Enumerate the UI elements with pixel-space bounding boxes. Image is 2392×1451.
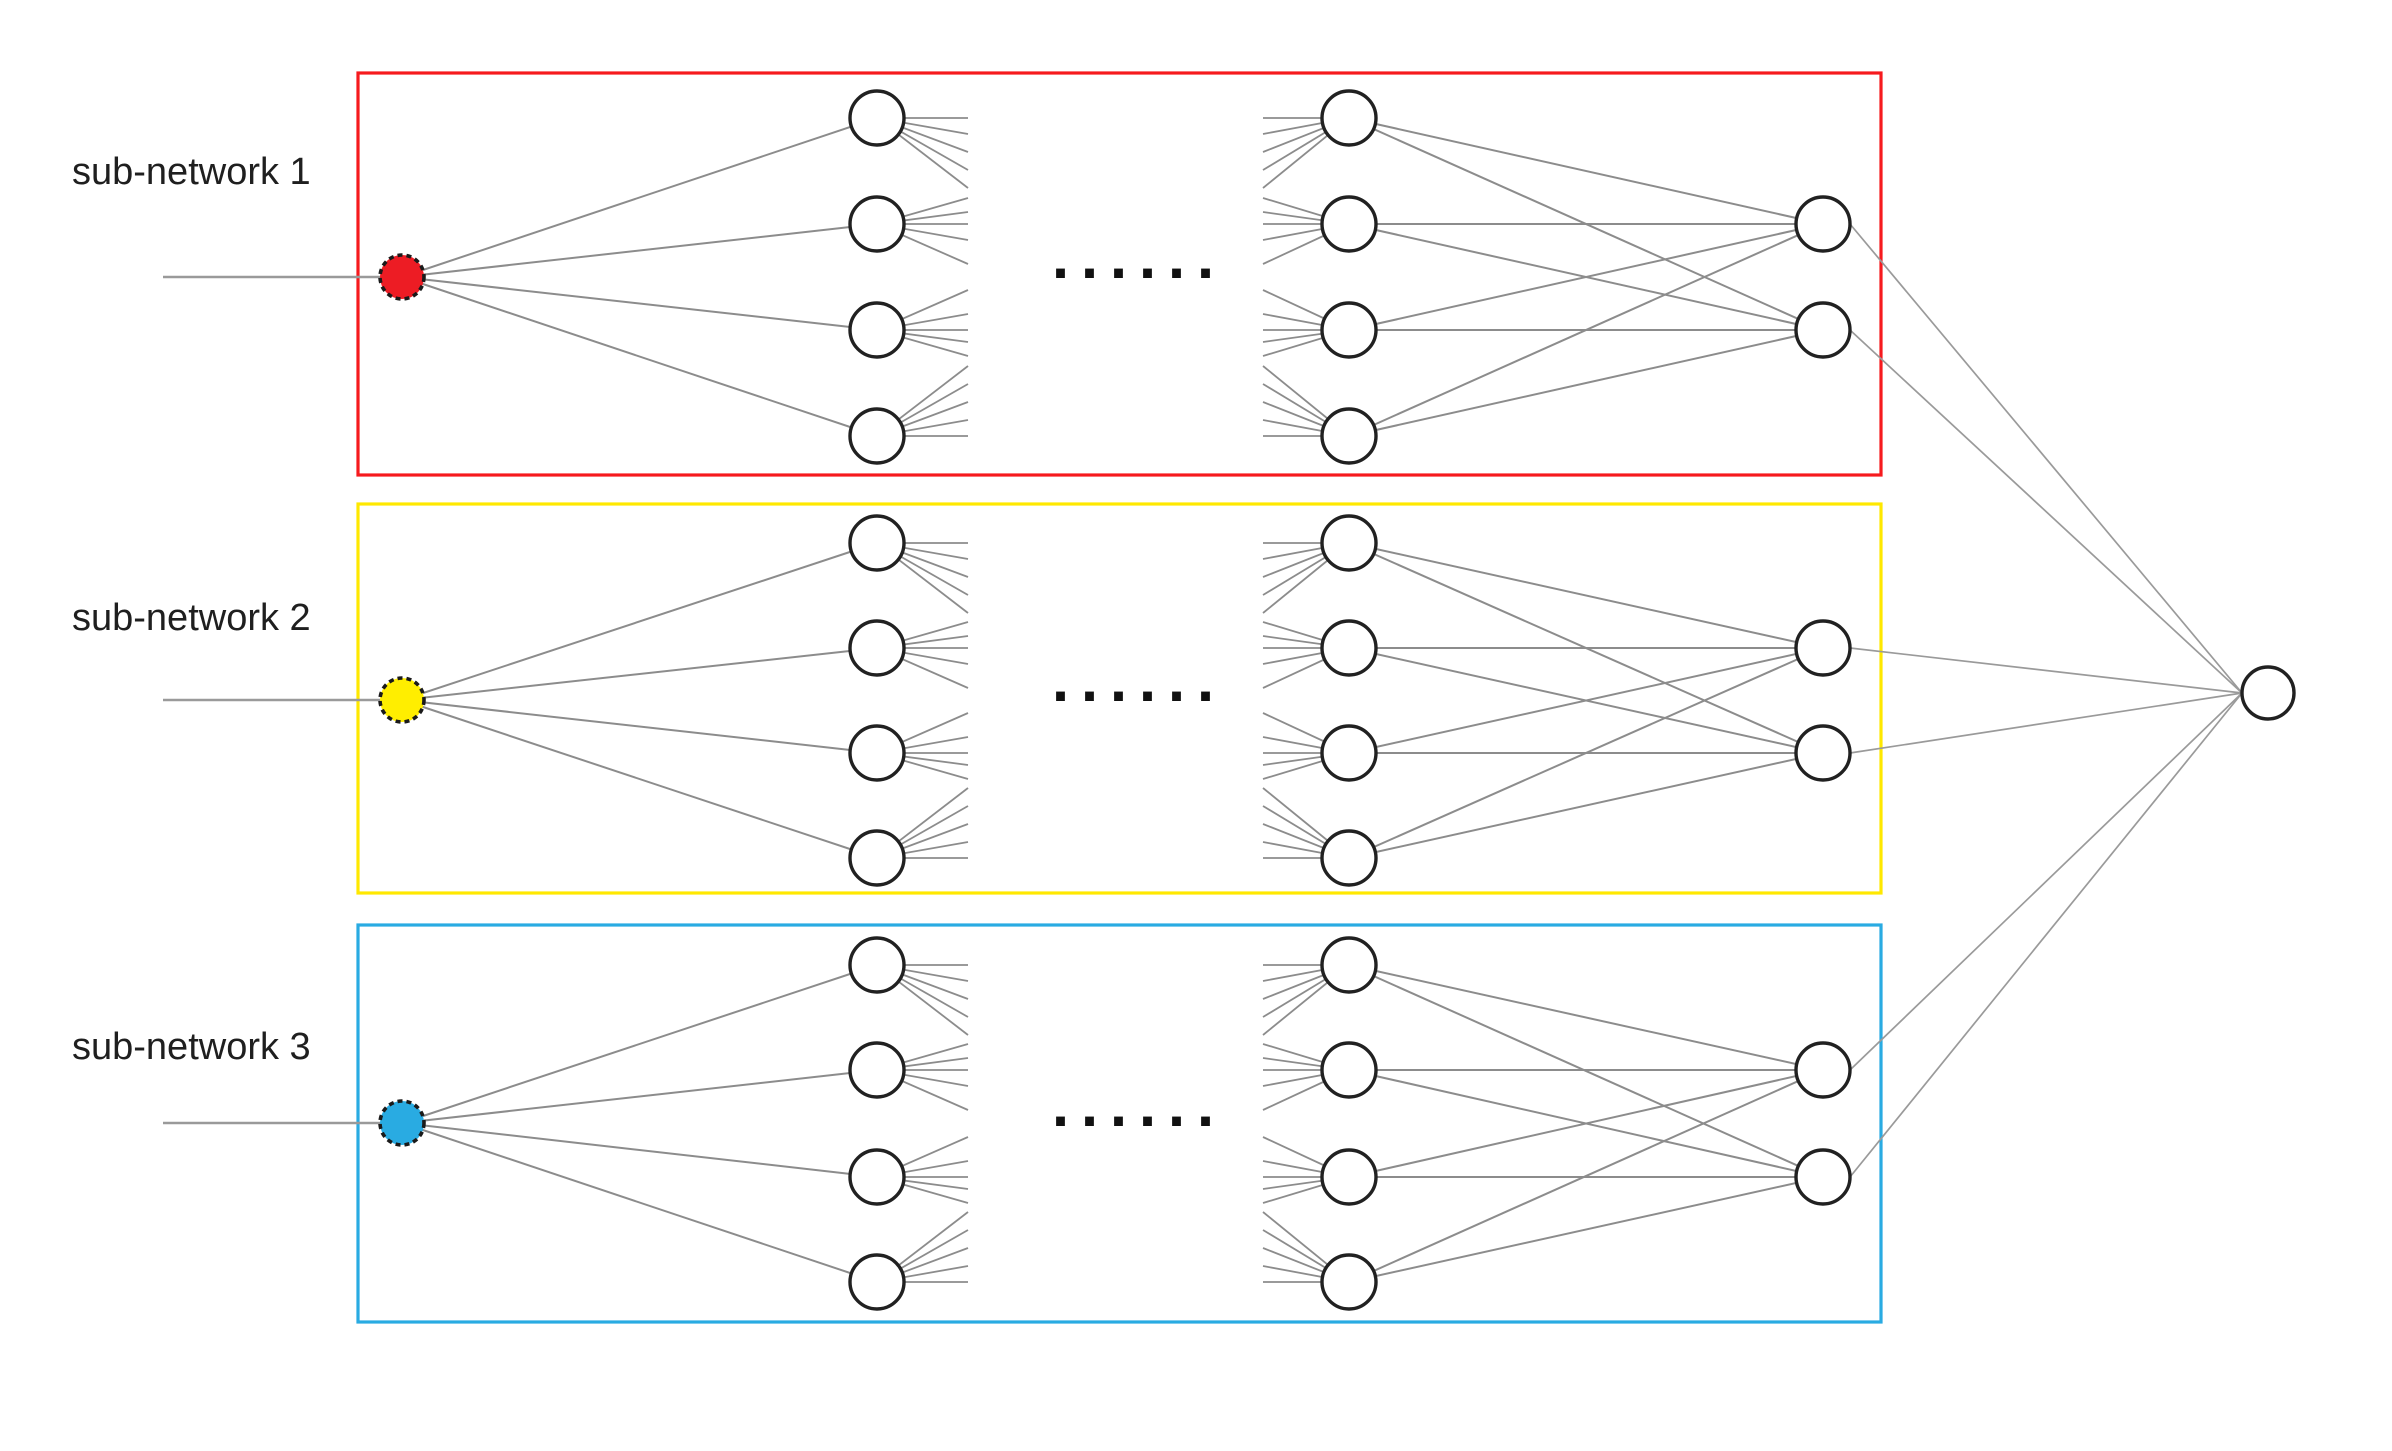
connection-line <box>1348 329 1824 437</box>
subnetwork-1-group <box>163 71 2243 694</box>
hidden-node <box>1320 1148 1378 1206</box>
hidden-node <box>848 724 906 782</box>
hidden-node <box>1320 619 1378 677</box>
connection-line <box>401 223 878 278</box>
hidden-node <box>848 301 906 359</box>
input-node <box>378 1099 426 1147</box>
hidden-node <box>848 1253 906 1311</box>
hidden-node <box>1320 1253 1378 1311</box>
connection-line <box>401 1069 878 1124</box>
hidden-node <box>1320 514 1378 572</box>
subnetwork-1-label: sub-network 1 <box>72 151 311 193</box>
output-node <box>1794 1148 1852 1206</box>
hidden-layers-ellipsis-1: ...... <box>1051 232 1225 290</box>
connection-line <box>401 699 878 859</box>
subnetwork-3-group <box>163 692 2243 1324</box>
input-node <box>378 676 426 724</box>
hidden-layers-ellipsis-2: ...... <box>1051 655 1225 713</box>
output-node <box>1794 1041 1852 1099</box>
hidden-node <box>848 829 906 887</box>
generated-geometry-layer <box>163 71 2296 1324</box>
connection-line <box>1348 752 1824 859</box>
connection-line <box>1348 1069 1824 1283</box>
hidden-node <box>848 514 906 572</box>
subnetwork-2-box <box>356 502 1883 895</box>
output-to-final-line <box>1849 647 2243 694</box>
connection-line <box>401 1122 878 1283</box>
output-to-final-line <box>1849 329 2243 694</box>
connection-line <box>401 276 878 437</box>
hidden-node <box>1320 407 1378 465</box>
output-node <box>1794 301 1852 359</box>
hidden-node <box>848 407 906 465</box>
connection-line <box>1348 647 1824 859</box>
subnetwork-1-box <box>356 71 1883 477</box>
output-node <box>1794 724 1852 782</box>
hidden-node <box>1320 1041 1378 1099</box>
subnetwork-2-label: sub-network 2 <box>72 597 311 639</box>
connection-line <box>401 1122 878 1178</box>
connection-line <box>1348 1069 1824 1178</box>
connection-line <box>1348 117 1824 225</box>
output-node <box>1794 619 1852 677</box>
hidden-node <box>1320 724 1378 782</box>
hidden-node <box>848 1041 906 1099</box>
connection-line <box>1348 223 1824 437</box>
subnetwork-3-label: sub-network 3 <box>72 1026 311 1068</box>
connection-line <box>1348 1176 1824 1283</box>
connection-line <box>401 117 878 278</box>
output-to-final-line <box>1849 692 2243 754</box>
output-to-final-line <box>1849 223 2243 694</box>
connection-line <box>401 276 878 331</box>
output-to-final-line <box>1849 692 2243 1071</box>
connection-line <box>401 647 878 701</box>
hidden-node <box>1320 89 1378 147</box>
hidden-node <box>1320 829 1378 887</box>
subnetwork-2-group <box>163 502 2243 895</box>
hidden-node <box>848 89 906 147</box>
final-output-node <box>2240 665 2296 721</box>
output-node <box>1794 195 1852 253</box>
hidden-node <box>1320 195 1378 253</box>
hidden-node <box>848 1148 906 1206</box>
hidden-layers-ellipsis-3: ...... <box>1051 1080 1225 1138</box>
connection-line <box>1348 964 1824 1071</box>
final-output-group <box>2240 665 2296 721</box>
connection-line <box>401 542 878 701</box>
connection-line <box>401 699 878 754</box>
hidden-node <box>848 195 906 253</box>
output-to-final-line <box>1849 692 2243 1178</box>
connection-line <box>1348 542 1824 649</box>
connection-line <box>1348 223 1824 331</box>
hidden-node <box>848 619 906 677</box>
hidden-node <box>848 936 906 994</box>
hidden-node <box>1320 936 1378 994</box>
connection-line <box>401 964 878 1124</box>
input-node <box>378 253 426 301</box>
hidden-node <box>1320 301 1378 359</box>
connection-line <box>1348 647 1824 754</box>
